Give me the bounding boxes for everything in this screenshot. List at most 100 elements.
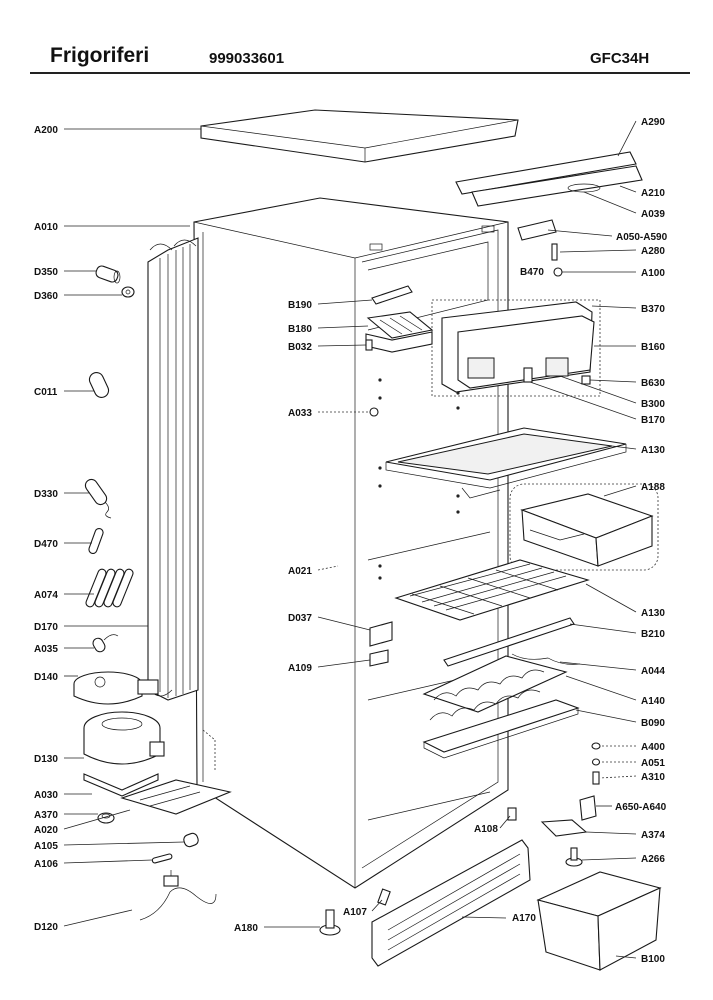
- grommet-part: [97, 812, 115, 824]
- label-A374: A374: [641, 830, 665, 841]
- cabinet-body-part: [193, 197, 509, 889]
- bracket-part: [369, 621, 393, 667]
- catalog-code: 999033601: [209, 50, 285, 67]
- label-A130-wire: A130: [641, 608, 665, 619]
- label-A180: A180: [234, 923, 258, 934]
- condenser-coil-part: [147, 237, 199, 701]
- label-A035: A035: [34, 644, 58, 655]
- compressor-part: [83, 711, 165, 797]
- label-A074: A074: [34, 590, 58, 601]
- label-A105: A105: [34, 841, 58, 852]
- lower-shelf-part: [422, 699, 580, 759]
- relay-part: [95, 265, 121, 284]
- screw-part: [592, 771, 600, 785]
- label-A200: A200: [34, 125, 58, 136]
- label-D037: D037: [288, 613, 312, 624]
- label-A210: A210: [641, 188, 665, 199]
- label-B300: B300: [641, 399, 665, 410]
- label-B470: B470: [520, 267, 544, 278]
- label-A109: A109: [288, 663, 312, 674]
- label-A280: A280: [641, 246, 665, 257]
- handle-bar-part: [455, 151, 643, 207]
- label-D350: D350: [34, 267, 58, 278]
- label-D330: D330: [34, 489, 58, 500]
- label-A370: A370: [34, 810, 58, 821]
- label-A400: A400: [641, 742, 665, 753]
- brand-title: Frigoriferi: [50, 44, 150, 67]
- label-A020: A020: [34, 825, 58, 836]
- capacitor-part: [88, 372, 110, 398]
- roller-set-part: [85, 568, 134, 608]
- screw-cap-part: [591, 742, 601, 750]
- label-A108: A108: [474, 824, 498, 835]
- label-A106: A106: [34, 859, 58, 870]
- wine-rack-part: [422, 653, 581, 721]
- label-B190: B190: [288, 300, 312, 311]
- label-D360: D360: [34, 291, 58, 302]
- lower-hinge-part: [540, 819, 588, 837]
- label-A107: A107: [343, 907, 367, 918]
- power-cable-part: [139, 870, 217, 921]
- label-A290: A290: [641, 117, 665, 128]
- hinge-pin-part: [551, 243, 558, 261]
- label-C011: C011: [34, 387, 58, 398]
- scraper-part: [371, 285, 413, 305]
- vegetable-bin-part: [536, 871, 662, 971]
- label-B630: B630: [641, 378, 665, 389]
- knob-part: [369, 407, 379, 417]
- label-A051: A051: [641, 758, 665, 769]
- top-cover-part: [200, 109, 519, 163]
- label-A140: A140: [641, 696, 665, 707]
- foot-part: [183, 832, 199, 848]
- hinge-part: [517, 219, 557, 241]
- label-A170: A170: [512, 913, 536, 924]
- model-code: GFC34H: [590, 50, 650, 67]
- adjustable-foot-part: [319, 909, 341, 936]
- label-B032: B032: [288, 342, 312, 353]
- drip-tray-part: [73, 671, 159, 705]
- bottle-rail-part: [443, 617, 575, 667]
- small-bracket-part: [365, 339, 373, 351]
- label-A039: A039: [641, 209, 665, 220]
- label-A130-glass: A130: [641, 445, 665, 456]
- label-B210: B210: [641, 629, 665, 640]
- label-B090: B090: [641, 718, 665, 729]
- label-B100: B100: [641, 954, 665, 965]
- label-A033: A033: [288, 408, 312, 419]
- pin-part: [151, 853, 173, 864]
- cap-part: [553, 267, 563, 277]
- label-A266: A266: [641, 854, 665, 865]
- hinge-bracket-part: [579, 795, 597, 821]
- plug-part: [92, 634, 119, 653]
- label-A044: A044: [641, 666, 665, 677]
- label-D140: D140: [34, 672, 58, 683]
- kick-plate-part: [371, 839, 531, 967]
- label-A310: A310: [641, 772, 665, 783]
- header-rule: [30, 72, 690, 74]
- label-A188: A188: [641, 482, 665, 493]
- label-B370: B370: [641, 304, 665, 315]
- label-B170: B170: [641, 415, 665, 426]
- rod-part: [88, 527, 104, 555]
- base-plate-part: [120, 779, 232, 815]
- part-labels: A200 A010 D350 D360 C011 D330 D470 A074 …: [34, 117, 668, 965]
- label-D130: D130: [34, 754, 58, 765]
- freezer-door-part: [431, 299, 601, 397]
- label-A021: A021: [288, 566, 312, 577]
- label-A030: A030: [34, 790, 58, 801]
- label-A650-A640: A650-A640: [615, 802, 667, 813]
- label-B180: B180: [288, 324, 312, 335]
- thermostat-probe-part: [84, 478, 112, 519]
- leveling-foot-part: [565, 847, 583, 867]
- spacer-part: [591, 758, 601, 766]
- label-A050-A590: A050-A590: [616, 232, 668, 243]
- ice-tray-part: [365, 311, 434, 353]
- crisper-drawer-part: [509, 483, 659, 571]
- label-A010: A010: [34, 222, 58, 233]
- label-D470: D470: [34, 539, 58, 550]
- label-D120: D120: [34, 922, 58, 933]
- clip-part-2: [507, 807, 517, 821]
- label-A100: A100: [641, 268, 665, 279]
